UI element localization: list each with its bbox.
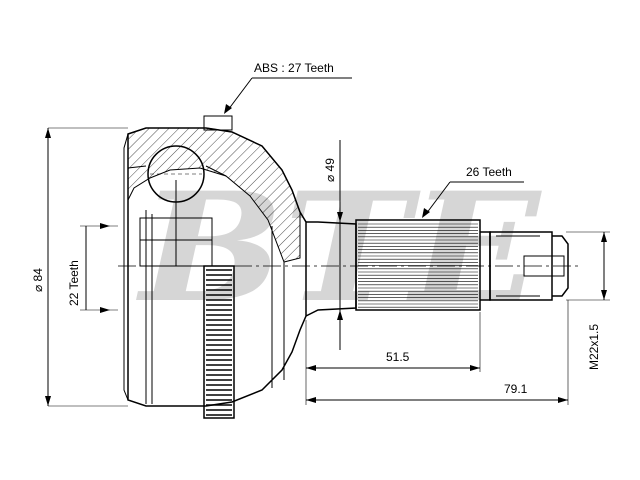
dim-seal-diameter: ⌀ 49 (323, 140, 343, 350)
dim-outer-diameter: ⌀ 84 (31, 127, 128, 407)
dim-seal-diameter-label: ⌀ 49 (323, 158, 337, 182)
dim-outer-diameter-label: ⌀ 84 (31, 268, 45, 292)
dim-thread: M22x1.5 (566, 231, 610, 370)
stub-shaft (305, 219, 569, 317)
dim-spline-length-label: 51.5 (386, 350, 410, 364)
abs-ring (203, 265, 235, 419)
dim-total-length-label: 79.1 (504, 382, 528, 396)
dim-spline-length: 51.5 (305, 312, 481, 405)
spline-teeth-label: 26 Teeth (466, 165, 512, 179)
dim-inner-teeth: 22 Teeth (67, 223, 118, 313)
ball (147, 145, 205, 203)
abs-teeth-callout: ABS : 27 Teeth (224, 61, 352, 114)
dim-total-length: 79.1 (306, 300, 569, 405)
thread-label: M22x1.5 (587, 324, 601, 370)
spline-teeth-callout: 26 Teeth (422, 165, 524, 218)
abs-teeth-label: ABS : 27 Teeth (254, 61, 334, 75)
inner-teeth-label: 22 Teeth (67, 260, 81, 306)
